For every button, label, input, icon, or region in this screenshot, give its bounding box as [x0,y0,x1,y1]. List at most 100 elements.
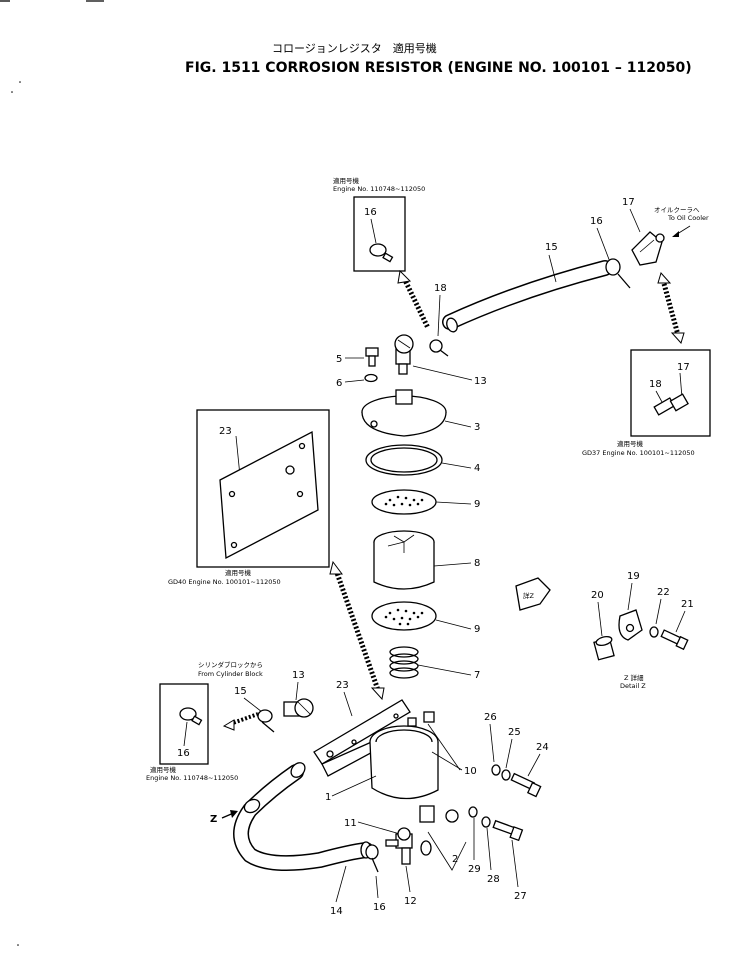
callout-9: 9 [474,499,480,510]
bolt-27 [492,819,524,842]
housing-1 [369,711,439,800]
callout-3: 3 [474,422,480,433]
right-box-note-jp: 適用号機 [617,439,644,448]
callout-22: 22 [657,587,670,598]
bracket-23 [313,699,411,777]
fitting-17-18 [653,393,689,416]
callout-10: 10 [464,766,477,777]
left-box-note-jp: 適用号機 [225,568,252,577]
bracket-line-2 [427,831,467,871]
view-arrow-z: Z [210,810,238,825]
plate-9 [371,489,437,515]
oil-cooler-en: To Oil Cooler [667,214,709,222]
svg-text:Z: Z [210,814,217,825]
left-box-note-en: GD40 Engine No. 100101~112050 [168,578,281,586]
bottom-inset-box [159,683,209,765]
view-flag-z: 詳Z [515,577,551,611]
top-box-note-jp: 適用号機 [333,176,360,185]
callout-23: 23 [219,426,232,437]
top-inset-box [353,196,406,272]
element-8 [373,530,435,590]
callout-26: 26 [484,712,497,723]
callout-2: 2 [452,854,458,865]
drain-fitting-2 [419,805,459,856]
callout-28: 28 [487,874,500,885]
detail-z-en: Detail Z [620,682,646,690]
callout-6: 6 [336,378,342,389]
washer-28 [481,816,491,828]
clamp-16 [605,258,621,276]
washer-6 [364,373,378,383]
callout-5: 5 [336,354,342,365]
callout-20: 20 [591,590,604,601]
callout-15: 15 [545,242,558,253]
washer-29 [468,806,478,818]
cyl-block-jp: シリンダブロックから [198,660,263,669]
bolt-5 [365,347,379,367]
clip-19 [618,609,643,641]
connection-arrow [397,269,431,330]
callout-13: 13 [292,670,305,681]
callout-24: 24 [536,742,549,753]
clamp-16 [365,844,379,860]
callout-15: 15 [234,686,247,697]
top-box-note-en: Engine No. 110748~112050 [333,185,425,193]
title-english: FIG. 1511 CORROSION RESISTOR (ENGINE NO.… [185,60,692,76]
cover-3 [361,389,447,437]
svg-text:詳Z: 詳Z [523,591,535,600]
callout-14: 14 [330,906,343,917]
callout-16: 16 [364,207,377,218]
bottom-box-note-jp: 適用号機 [150,765,177,774]
callout-23: 23 [336,680,349,691]
right-box-note-en: GD37 Engine No. 100101~112050 [582,449,695,457]
washer-25 [501,769,511,781]
callout-18: 18 [649,379,662,390]
callout-11: 11 [344,818,357,829]
valve-13 [394,334,414,375]
hose-15 [442,260,613,333]
speck [19,81,21,83]
callout-8: 8 [474,558,480,569]
callout-19: 19 [627,571,640,582]
spacer-20 [593,635,615,661]
callout-17: 17 [677,362,690,373]
callout-16: 16 [373,902,386,913]
hose-clamp-part [179,707,203,726]
plate-9 [371,601,437,631]
callout-16: 16 [590,216,603,227]
callout-17: 17 [622,197,635,208]
bottom-box-note-en: Engine No. 110748~112050 [146,774,238,782]
connection-arrow [329,560,385,701]
callout-9: 9 [474,624,480,635]
speck [11,91,13,93]
clamp-15 [257,709,273,723]
spring-7 [389,646,419,679]
callout-27: 27 [514,891,527,902]
valve-12 [385,827,413,865]
oil-cooler-jp: オイルクーラへ [654,206,700,214]
right-inset-box [630,349,711,437]
callout-4: 4 [474,463,480,474]
callout-16: 16 [177,748,190,759]
callout-13: 13 [474,376,487,387]
speck [17,944,19,946]
valve-13 [283,698,314,718]
left-inset-box [196,409,330,568]
callout-7: 7 [474,670,480,681]
bolt-21 [660,629,689,651]
hose-14 [233,762,374,871]
bolt-24 [510,772,542,798]
connection-arrow [222,712,259,731]
callout-18: 18 [434,283,447,294]
connection-arrow [657,272,685,344]
callout-21: 21 [681,599,694,610]
clamp-18 [429,339,443,353]
callout-1: 1 [325,792,331,803]
callout-12: 12 [404,896,417,907]
title-japanese: コロージョンレジスタ 適用号機 [272,41,437,55]
washer-22 [649,626,659,638]
washer-26 [491,764,501,776]
elbow-fitting-17 [631,231,665,266]
